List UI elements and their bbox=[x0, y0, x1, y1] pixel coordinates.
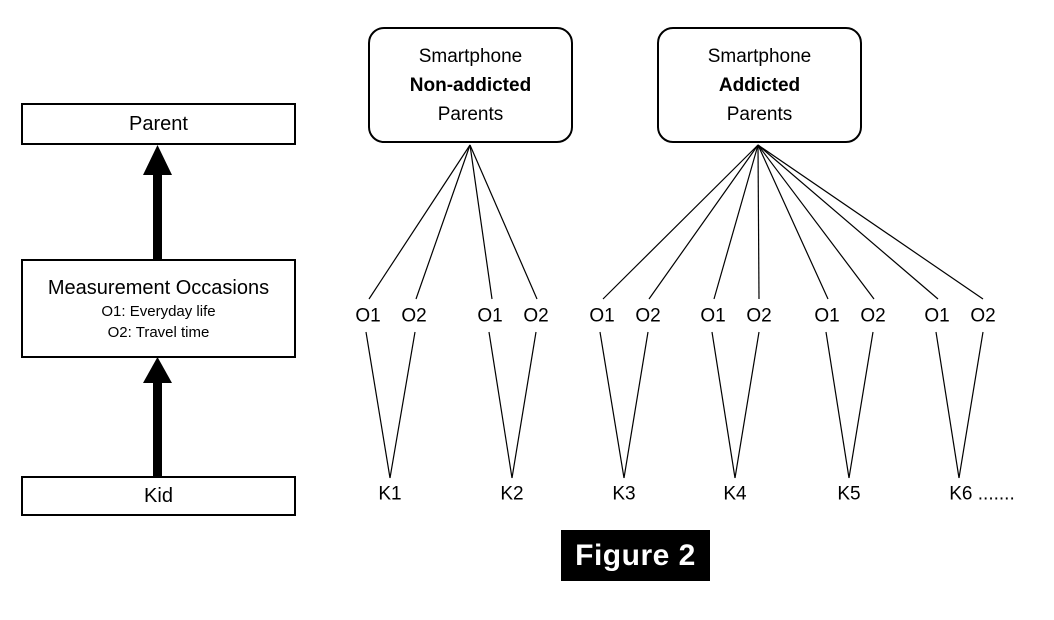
arrow-measurement-to-parent bbox=[143, 145, 172, 260]
edge-o-k1-left bbox=[365, 331, 391, 479]
legend-box-measurement-occasions: Measurement Occasions O1: Everyday life … bbox=[21, 259, 296, 358]
occasion-node-o1-k6: O1 bbox=[924, 305, 950, 327]
group2-line-smartphone: Smartphone bbox=[707, 45, 812, 67]
group1-line-non-addicted: Non-addicted bbox=[409, 74, 532, 96]
edge-o-k5-left bbox=[825, 331, 850, 479]
edge-o-k3-right bbox=[623, 331, 649, 479]
legend-measurement-title: Measurement Occasions bbox=[47, 276, 270, 299]
occasion-node-o1-k5: O1 bbox=[814, 305, 840, 327]
group-box-non-addicted: Smartphone Non-addicted Parents bbox=[368, 27, 573, 143]
edge-o-k3-left bbox=[599, 331, 625, 479]
group2-line-addicted: Addicted bbox=[718, 74, 801, 96]
group-box-addicted: Smartphone Addicted Parents bbox=[657, 27, 862, 143]
figure-caption-text: Figure 2 bbox=[575, 538, 696, 572]
kid-node-k1: K1 bbox=[378, 483, 402, 505]
edge-group1-o1b bbox=[469, 144, 493, 300]
occasion-node-o1-k1: O1 bbox=[355, 305, 381, 327]
edge-o-k4-left bbox=[711, 331, 736, 479]
occasion-node-o1-k2: O1 bbox=[477, 305, 503, 327]
edge-o-k2-left bbox=[488, 331, 513, 479]
edge-o-k5-right bbox=[848, 331, 874, 479]
legend-box-kid: Kid bbox=[21, 476, 296, 516]
legend-kid-title: Kid bbox=[144, 485, 173, 507]
legend-box-parent: Parent bbox=[21, 103, 296, 145]
kid-node-k6: K6 ....... bbox=[949, 483, 1015, 505]
group1-line-smartphone: Smartphone bbox=[418, 45, 523, 67]
legend-measurement-o2: O2: Travel time bbox=[107, 323, 210, 341]
edge-group2-o2b bbox=[757, 144, 760, 300]
group2-line-parents: Parents bbox=[726, 103, 793, 125]
arrow-kid-to-measurement bbox=[143, 357, 172, 476]
figure-caption-badge: Figure 2 bbox=[561, 530, 710, 581]
edge-group2-o2a bbox=[648, 144, 759, 300]
legend-parent-title: Parent bbox=[129, 113, 188, 135]
edge-o-k6-right bbox=[958, 331, 984, 479]
edge-group2-o1b bbox=[713, 144, 759, 300]
edge-group1-o2b bbox=[469, 144, 538, 300]
kid-node-k3: K3 bbox=[612, 483, 636, 505]
kid-node-k5: K5 bbox=[837, 483, 861, 505]
occasion-node-o2-k2: O2 bbox=[523, 305, 549, 327]
edge-group2-o1a bbox=[602, 144, 759, 300]
edge-o-k1-right bbox=[389, 331, 416, 479]
edge-group2-o1c bbox=[757, 144, 829, 300]
edge-group1-o2a bbox=[415, 144, 471, 300]
edge-group2-o2c bbox=[757, 144, 875, 300]
edge-o-k6-left bbox=[935, 331, 960, 479]
edge-o-k4-right bbox=[734, 331, 760, 479]
occasion-node-o2-k3: O2 bbox=[635, 305, 661, 327]
kid-node-k2: K2 bbox=[500, 483, 524, 505]
occasion-node-o2-k5: O2 bbox=[860, 305, 886, 327]
edge-group1-o1a bbox=[368, 144, 471, 300]
occasion-node-o1-k4: O1 bbox=[700, 305, 726, 327]
occasion-node-o2-k1: O2 bbox=[401, 305, 427, 327]
kid-node-k4: K4 bbox=[723, 483, 747, 505]
legend-measurement-o1: O1: Everyday life bbox=[101, 302, 216, 320]
occasion-node-o2-k6: O2 bbox=[970, 305, 996, 327]
occasion-node-o2-k4: O2 bbox=[746, 305, 772, 327]
edge-group2-o2d bbox=[757, 144, 984, 300]
group1-line-parents: Parents bbox=[437, 103, 504, 125]
edge-group2-o1d bbox=[757, 144, 939, 300]
occasion-node-o1-k3: O1 bbox=[589, 305, 615, 327]
edge-o-k2-right bbox=[511, 331, 537, 479]
